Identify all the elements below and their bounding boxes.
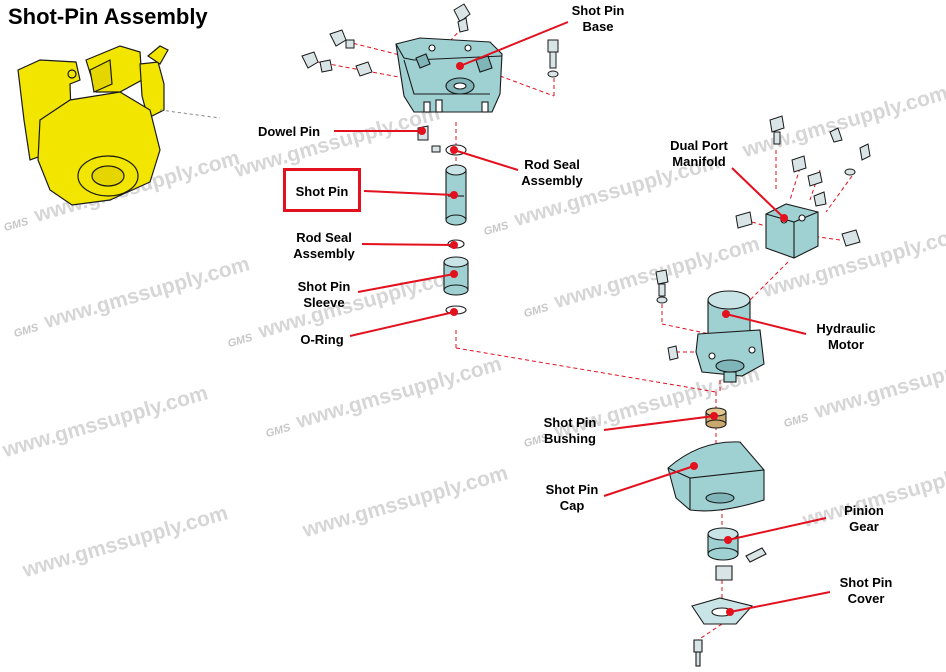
- label-o-ring: O-Ring: [300, 332, 344, 347]
- callout-dots: [418, 62, 788, 616]
- thumbnail-dashed-hint: [159, 109, 221, 119]
- callout-lines: [334, 21, 831, 613]
- shot-pin-base-part: [395, 37, 503, 113]
- shot-pin-stack: [443, 144, 469, 315]
- shot-pin-highlight-box: [283, 168, 361, 212]
- motor-fittings: [655, 269, 679, 361]
- label-shot-pin: Shot Pin: [295, 184, 349, 199]
- label-dowel-pin: Dowel Pin: [257, 124, 321, 139]
- lower-stack-parts: [667, 407, 767, 667]
- diagram-title: Shot-Pin Assembly: [8, 4, 208, 29]
- assembly-thumbnail: [17, 45, 169, 206]
- manifold-fittings: [735, 115, 871, 247]
- base-fittings: [301, 3, 559, 153]
- hydraulic-motor-part: [695, 290, 765, 383]
- dual-port-manifold-part: [765, 203, 819, 259]
